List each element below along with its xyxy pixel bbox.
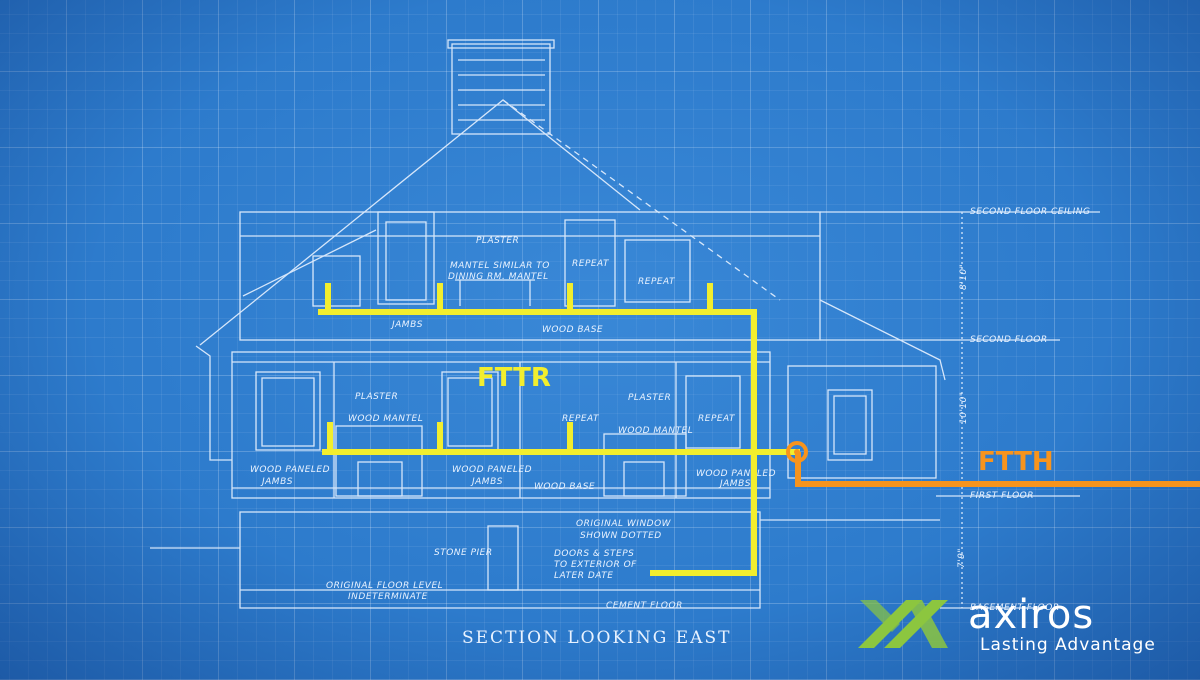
axiros-mark-icon: [858, 600, 948, 648]
logo-tagline: Lasting Advantage: [980, 635, 1156, 655]
fttr-label: FTTR: [477, 363, 551, 393]
note-jambs-2: JAMBS: [470, 477, 503, 487]
note-wood-paneled-3: WOOD PANELED: [696, 469, 776, 479]
note-later-date: LATER DATE: [554, 571, 613, 581]
level-first-floor: FIRST FLOOR: [970, 491, 1034, 501]
level-basement-floor: BASEMENT FLOOR: [970, 603, 1060, 613]
fttr-trunk-line: [318, 309, 757, 576]
note-mantel-similar: MANTEL SIMILAR TO: [450, 261, 550, 271]
note-to-exterior: TO EXTERIOR OF: [554, 560, 637, 570]
note-plaster-top: PLASTER: [476, 236, 519, 246]
ftth-network: [786, 441, 1200, 487]
note-repeat-top: REPEAT: [572, 259, 610, 269]
axiros-logo: axiros Lasting Advantage: [858, 592, 1156, 655]
note-indeterminate: INDETERMINATE: [348, 592, 428, 602]
note-wood-base-mid: WOOD BASE: [534, 482, 595, 492]
note-jambs-3: JAMBS: [718, 479, 751, 489]
dim-low: 7'9": [957, 548, 967, 568]
note-stone-pier: STONE PIER: [434, 548, 493, 558]
note-cement-floor: CEMENT FLOOR: [606, 601, 683, 611]
note-wood-base-top: WOOD BASE: [542, 325, 603, 335]
drawing-annotations: SECOND FLOOR CEILING SECOND FLOOR FIRST …: [250, 207, 1091, 648]
note-plaster-mid-right: PLASTER: [628, 393, 671, 403]
note-shown-dotted: SHOWN DOTTED: [580, 531, 662, 541]
level-second-floor-ceiling: SECOND FLOOR CEILING: [970, 207, 1091, 217]
note-wood-mantel-right: WOOD MANTEL: [618, 426, 693, 436]
note-wood-paneled-1: WOOD PANELED: [250, 465, 330, 475]
note-jambs-1: JAMBS: [260, 477, 293, 487]
dim-mid: 10'10": [959, 391, 969, 424]
note-doors-steps: DOORS & STEPS: [554, 549, 634, 559]
note-wood-mantel-left: WOOD MANTEL: [348, 414, 423, 424]
dim-upper: 8'10": [959, 264, 969, 290]
section-title: SECTION LOOKING EAST: [462, 628, 731, 648]
level-second-floor: SECOND FLOOR: [970, 335, 1048, 345]
note-dining-rm-mantel: DINING RM. MANTEL: [448, 272, 549, 282]
note-repeat-mid-right: REPEAT: [698, 414, 736, 424]
ftth-label: FTTH: [978, 447, 1054, 477]
house-outline: [150, 39, 1100, 609]
note-jambs-top: JAMBS: [390, 320, 423, 330]
logo-wordmark: axiros: [968, 592, 1094, 638]
fttr-network: [318, 283, 800, 576]
note-plaster-mid-left: PLASTER: [355, 392, 398, 402]
note-original-floor-level: ORIGINAL FLOOR LEVEL: [326, 581, 443, 591]
note-wood-paneled-2: WOOD PANELED: [452, 465, 532, 475]
note-repeat-mid: REPEAT: [562, 414, 600, 424]
note-original-window: ORIGINAL WINDOW: [576, 519, 672, 529]
note-repeat-right-top: REPEAT: [638, 277, 676, 287]
ftth-termination-point: [786, 441, 808, 463]
